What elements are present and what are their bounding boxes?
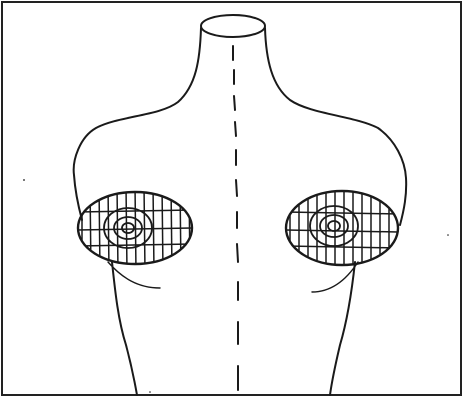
- right-torso-side: [330, 262, 355, 395]
- left-underbust-line: [108, 262, 160, 288]
- right-cup: [284, 185, 400, 272]
- left-cup: [76, 185, 195, 272]
- drawing-border: [2, 2, 461, 395]
- center-front-line: [233, 46, 238, 390]
- neck-top: [201, 15, 265, 37]
